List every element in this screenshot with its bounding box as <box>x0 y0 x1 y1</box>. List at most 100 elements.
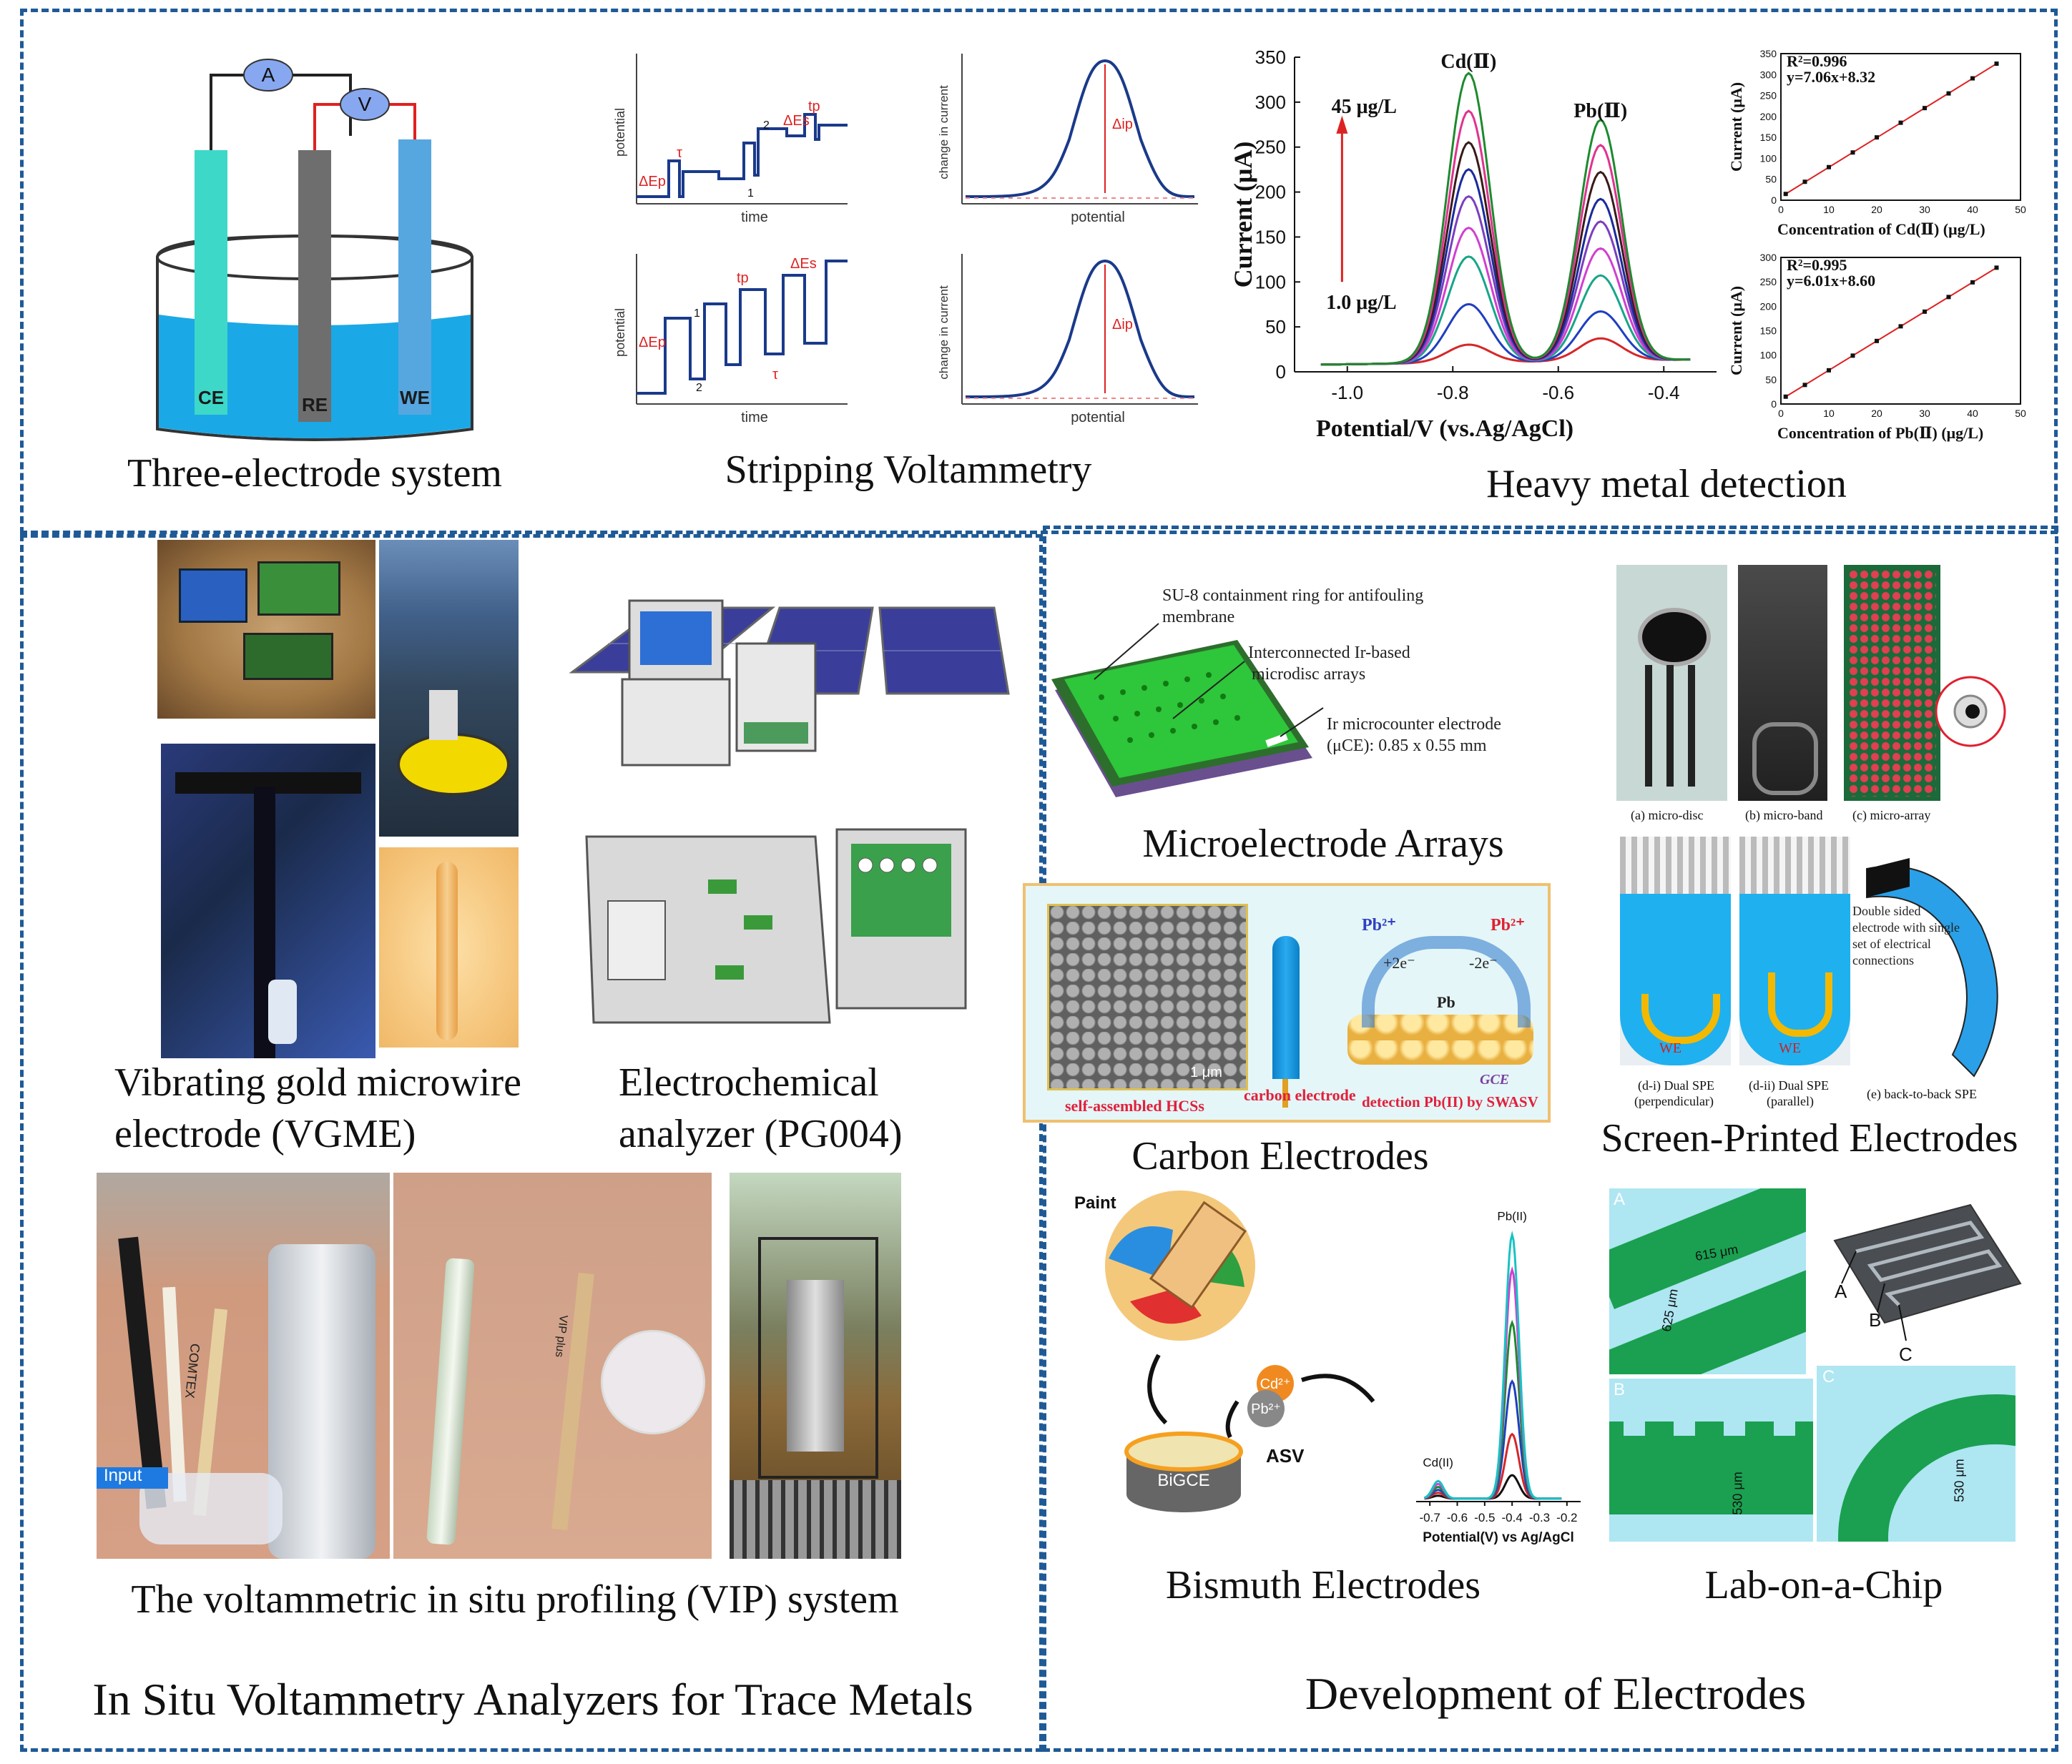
data-point <box>1970 280 1975 285</box>
svg-text:B: B <box>1869 1309 1881 1331</box>
y-tick-label: 250 <box>1255 137 1286 158</box>
cd-peak-label: Cd(Ⅱ) <box>1440 51 1496 73</box>
re-label: RE <box>302 394 328 415</box>
data-point <box>1970 76 1975 81</box>
svg-text:(μCE): 0.85 x 0.55 mm: (μCE): 0.85 x 0.55 mm <box>1327 736 1487 755</box>
vgme-photo-microwire <box>379 847 519 1048</box>
y-tick-label: 0 <box>1276 361 1286 383</box>
svg-text:membrane: membrane <box>1162 608 1234 626</box>
spe-micro-array <box>1844 565 1940 801</box>
series-line-1 <box>1320 337 1691 366</box>
spe-label-di2: (perpendicular) <box>1634 1094 1714 1108</box>
data-point <box>1802 383 1807 388</box>
y-tick-label: 150 <box>1760 132 1777 143</box>
spe-micro-array-zoom <box>1935 676 2006 747</box>
svg-text:SU-8 containment ring for ant: SU-8 containment ring for antifouling <box>1162 586 1423 605</box>
x-tick-label: 0 <box>1778 408 1784 419</box>
input-label: Input <box>104 1466 142 1485</box>
vip-photo-probes: Input COMTEX <box>97 1173 390 1559</box>
caption-lab-on-a-chip: Lab-on-a-Chip <box>1704 1563 1943 1607</box>
vip-photo-cage <box>730 1173 901 1559</box>
data-point <box>1850 150 1855 155</box>
y-tick-label: 350 <box>1760 48 1777 59</box>
caption-microelectrode-arrays: Microelectrode Arrays <box>1142 822 1504 866</box>
y-tick-label: 100 <box>1760 350 1777 361</box>
svg-text:ΔEs: ΔEs <box>783 113 810 129</box>
svg-text:τ: τ <box>772 367 778 383</box>
pb-ion-icon <box>1247 1390 1285 1427</box>
y-axis-label: Current (μA) <box>1727 286 1745 375</box>
concentration-low-label: 1.0 μg/L <box>1326 292 1396 314</box>
spe-label-c: (c) micro-array <box>1852 808 1931 822</box>
svg-text:potential: potential <box>1071 410 1125 425</box>
ammeter-icon <box>243 59 293 92</box>
y-tick-label: 300 <box>1760 252 1777 263</box>
y-tick-label: 0 <box>1771 194 1777 206</box>
y-tick-label: 200 <box>1760 300 1777 312</box>
svg-text:ΔEp: ΔEp <box>639 335 666 350</box>
y-tick-label: 250 <box>1760 90 1777 102</box>
x-tick-label: 30 <box>1919 204 1930 215</box>
spe-micro-disc <box>1616 565 1727 801</box>
series-line-6 <box>1423 1230 1562 1500</box>
svg-text:1: 1 <box>694 307 700 320</box>
x-tick-label: 20 <box>1871 204 1882 215</box>
fit-line <box>1785 267 1998 398</box>
caption-heavy-metal: Heavy metal detection <box>1486 462 1847 506</box>
y-tick-label: 100 <box>1255 271 1286 292</box>
spe-label-dii2: (parallel) <box>1767 1094 1814 1108</box>
svg-text:Interconnected Ir-based: Interconnected Ir-based <box>1248 644 1410 662</box>
svg-text:Double sided: Double sided <box>1852 904 1920 918</box>
pb-peak-label: Pb(II) <box>1497 1209 1527 1223</box>
y-tick-label: 200 <box>1760 111 1777 122</box>
y-axis-label: Current (μA) <box>1727 82 1745 172</box>
data-point <box>1994 265 1999 270</box>
data-point <box>1946 91 1951 96</box>
vgme-photo-frame <box>161 744 375 1058</box>
svg-text:Ir microcounter electrode: Ir microcounter electrode <box>1327 715 1501 734</box>
caption-vgme: Vibrating gold microwire electrode (VGME… <box>114 1060 521 1156</box>
ion-arrow-icon <box>1225 1400 1239 1439</box>
x-tick-label: -0.2 <box>1556 1511 1577 1524</box>
asv-label: ASV <box>1266 1445 1305 1467</box>
svg-text:electrode with single: electrode with single <box>1852 920 1960 935</box>
plot-frame <box>1780 53 2021 201</box>
development-section-border <box>1043 526 2058 1752</box>
insitu-section-border <box>20 534 1043 1752</box>
svg-text:Δip: Δip <box>1112 317 1133 332</box>
x-tick-label: -1.0 <box>1331 382 1363 403</box>
y-tick-label: 200 <box>1255 182 1286 203</box>
y-tick-label: 0 <box>1771 398 1777 410</box>
x-tick-label: -0.5 <box>1474 1511 1495 1524</box>
svg-text:change in current: change in current <box>937 285 951 380</box>
data-point <box>1994 61 1999 66</box>
y-tick-label: 50 <box>1765 374 1777 385</box>
data-point <box>1827 368 1831 373</box>
data-point <box>1898 120 1903 125</box>
paint-blue-icon <box>1109 1226 1173 1280</box>
data-point <box>1802 179 1807 184</box>
voltmeter-label: V <box>358 93 372 115</box>
re-electrode <box>298 150 331 422</box>
series-line-3 <box>1424 1379 1562 1500</box>
x-tick-label: 50 <box>2015 204 2026 215</box>
vip-photo-parts: VIP plus <box>393 1173 712 1559</box>
bismuth-electrode-diagram: PaintBiGCEASVCd²⁺Pb²⁺-0.7-0.6-0.5-0.4-0.… <box>1074 1191 1581 1545</box>
caption-pg004: Electrochemical analyzer (PG004) <box>619 1060 903 1156</box>
x-tick-label: -0.7 <box>1420 1511 1440 1524</box>
caption-insitu: In Situ Voltammetry Analyzers for Trace … <box>92 1674 973 1725</box>
svg-text:tp: tp <box>808 99 820 114</box>
series-line-4 <box>1424 1319 1562 1500</box>
svg-text:ΔEs: ΔEs <box>790 256 817 272</box>
svg-text:connections: connections <box>1852 953 1914 967</box>
svg-text:2: 2 <box>696 382 702 394</box>
lab-chip-photo-b: B 530 μm <box>1609 1379 1813 1542</box>
x-axis-label: Potential(V) vs Ag/AgCl <box>1423 1530 1573 1545</box>
x-axis-label: Concentration of Pb(Ⅱ) (μg/L) <box>1777 424 1983 442</box>
plot-frame <box>1780 257 2021 405</box>
voltmeter-icon <box>340 88 390 121</box>
data-point <box>1783 192 1788 197</box>
cd-peak-label: Cd(II) <box>1423 1456 1453 1469</box>
svg-text:potential: potential <box>1071 210 1125 225</box>
